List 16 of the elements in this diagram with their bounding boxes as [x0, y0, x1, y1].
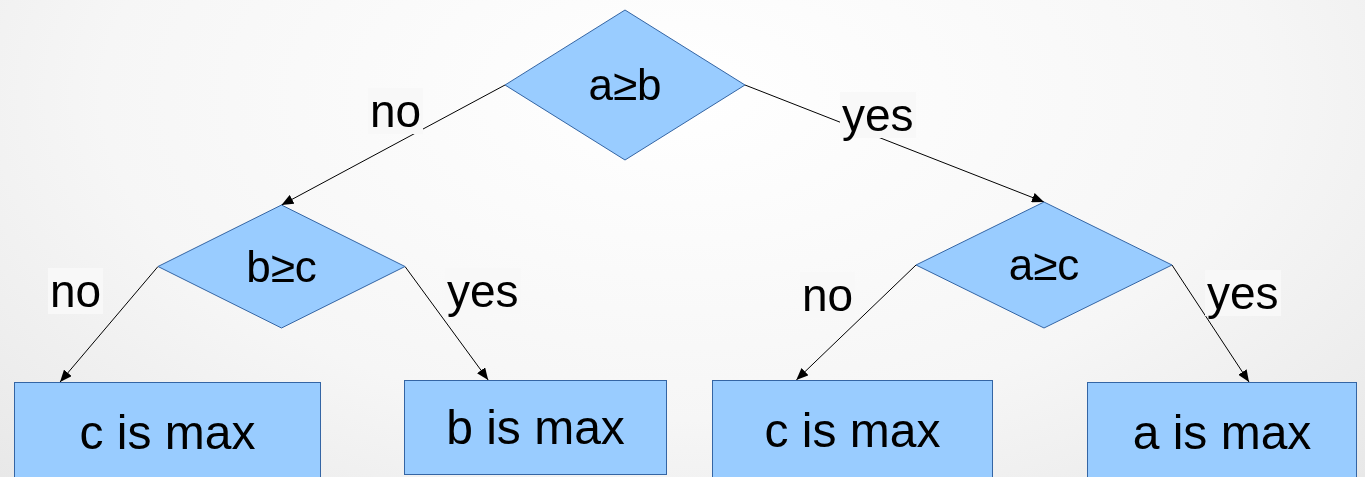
decision-diamond [916, 202, 1172, 328]
arrow [1171, 264, 1250, 383]
decision-diamond [505, 10, 745, 160]
arrow [281, 84, 506, 206]
arrow [404, 266, 489, 381]
edge-label: no [48, 268, 104, 314]
arrow [795, 264, 917, 381]
result-box: c is max [712, 380, 993, 477]
decision-diamond [158, 205, 405, 328]
arrow [59, 266, 159, 383]
result-box: b is max [404, 380, 667, 475]
result-box: c is max [14, 382, 321, 477]
result-box: a is max [1087, 382, 1357, 477]
condition-text: a≥b [588, 60, 662, 110]
condition-text: b≥c [246, 241, 317, 292]
condition-text: a≥c [1008, 240, 1080, 290]
